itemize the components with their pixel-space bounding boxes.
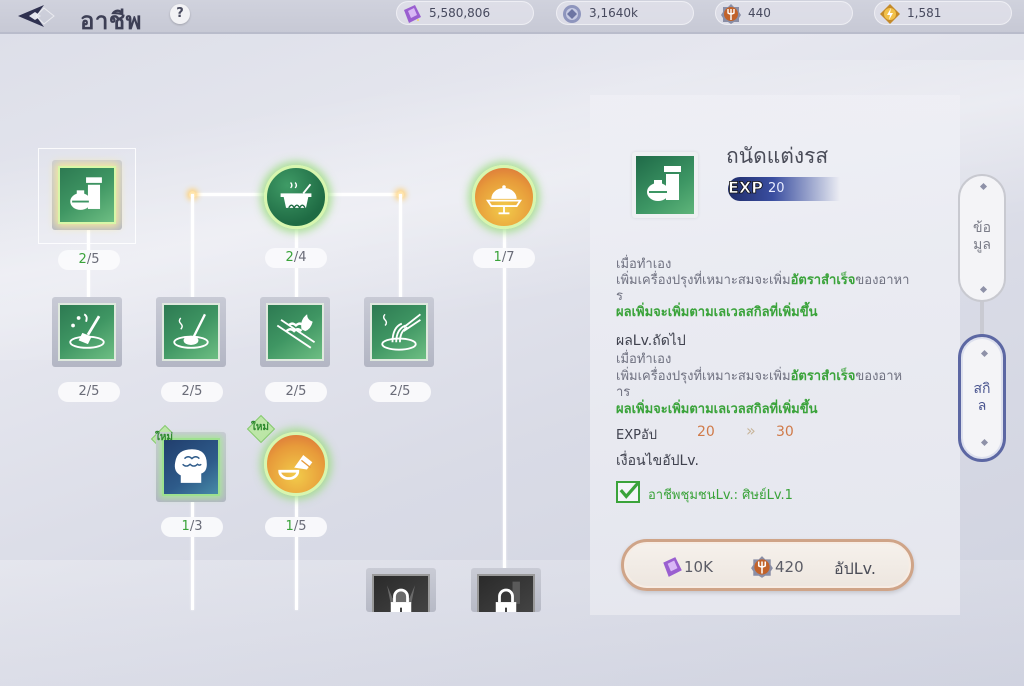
tree-connector [191,194,194,304]
pastry-icon [278,454,313,480]
skill-level-pill: 1/3 [161,517,223,537]
serving-dish-icon [485,185,523,215]
next-effect-line: เพิ่มเครื่องปรุงที่เหมาะสมจะเพิ่มอัตราสำ… [616,369,903,384]
new-badge: ใหม่ [249,418,271,438]
back-arrow-icon [18,5,55,27]
currency-cooking-point[interactable]: 440 [715,1,853,25]
seasoning-jars-icon [647,166,681,201]
skill-node-locked[interactable] [366,568,436,612]
skill-level-pill: 1/7 [473,248,535,268]
exp-label: EXP [728,178,764,198]
skill-node-stir-fry[interactable] [52,297,122,367]
skill-level-pill: 2/5 [58,382,120,402]
lock-icon [495,581,520,612]
currency-purple-crystal[interactable]: 5,580,806 [396,1,534,25]
current-effect-line: เมื่อทำเอง [616,257,672,272]
current-effect-line: ร [616,289,623,304]
boiling-bowl-icon [173,313,209,349]
exp-up-label: EXPอัป [616,428,658,443]
tab-skill[interactable]: สกิล [958,334,1006,462]
current-effect-line: เพิ่มเครื่องปรุงที่เหมาะสมจะเพิ่มอัตราสำ… [616,273,910,288]
skill-level-pill: 2/5 [265,382,327,402]
skill-name: ถนัดแต่งรส [726,144,829,168]
currency-value: 5,580,806 [429,6,491,20]
currency-silver-coin[interactable]: 3,1640k [556,1,694,25]
currency-value: 440 [748,6,771,20]
exp-value: 20 [768,181,785,196]
level-up-label: อัปLv. [834,559,876,578]
exp-up-from: 20 [697,424,715,440]
purple-crystal-icon [404,5,421,23]
currency-value: 1,581 [907,6,942,20]
next-effect-line: าร [616,385,631,400]
skill-node-bake[interactable] [264,432,328,496]
tree-connector [503,225,506,575]
skill-node-stew[interactable] [264,165,328,229]
condition-text: อาชีพชุมชนLv.: ศิษย์Lv.1 [648,488,793,503]
lightning-badge-icon [880,4,900,24]
noodle-bowl-icon [381,313,421,351]
brain-head-icon [174,449,207,483]
next-level-heading: ผลLv.ถัดไป [616,333,686,349]
tab-ornament [979,285,988,294]
skill-node-locked[interactable] [471,568,541,612]
exp-bar [728,177,840,201]
skill-level-pill: 1/5 [265,517,327,537]
condition-heading: เงื่อนไขอัปLv. [616,453,699,469]
currency-value: 3,1640k [589,6,638,20]
spatula-pan-icon [69,313,105,349]
tab-info[interactable]: ข้อมูล [958,174,1006,302]
fork-badge-icon [721,4,741,24]
tab-ornament [979,182,988,191]
cost-cooking-point: 420 [775,558,804,576]
next-effect-line: เมื่อทำเอง [616,352,672,367]
skewer-fire-icon [276,314,316,349]
silver-coin-icon [563,5,581,23]
checkbox-checked-icon [616,481,640,503]
level-up-button[interactable]: 10K 420 อัปLv. [621,539,914,591]
next-effect-line: ผลเพิ่มจะเพิ่มตามเลเวลสกิลที่เพิ่มขึ้น [616,402,818,417]
selected-skill-icon [632,152,698,218]
page-title: อาชีพ [80,7,142,35]
skill-node-boil[interactable] [156,297,226,367]
purple-crystal-icon [663,557,682,577]
cooking-pot-icon [280,182,312,210]
skill-node-noodles[interactable] [364,297,434,367]
help-button[interactable]: ? [170,4,190,24]
selection-frame [38,148,136,244]
back-button[interactable] [14,2,56,30]
tab-ornament [980,438,989,447]
exp-up-to: 30 [776,424,794,440]
fork-badge-icon [751,556,773,578]
tree-connector [399,194,402,304]
current-effect-line: ผลเพิ่มจะเพิ่มตามเลเวลสกิลที่เพิ่มขึ้น [616,305,818,320]
top-bar: อาชีพ ? 5,580,806 3,1640k 440 1,581 [0,0,1024,35]
tree-connector [295,495,298,610]
tab-ornament [980,349,989,358]
new-badge: ใหม่ [153,428,175,448]
tab-connector [980,300,984,336]
skill-node-seasoning-expert[interactable] [52,160,122,230]
seasoning-jars-icon [70,177,102,210]
skill-level-pill: 2/5 [369,382,431,402]
double-chevron-icon: » [746,421,756,440]
skill-level-pill: 2/4 [265,248,327,268]
skill-node-grill[interactable] [260,297,330,367]
lock-icon [387,585,415,612]
checkmark-icon [619,481,640,499]
cost-crystal: 10K [684,558,713,576]
skill-level-pill: 2/5 [58,250,120,270]
currency-energy[interactable]: 1,581 [874,1,1012,25]
skill-node-feast[interactable] [472,165,536,229]
tree-connector [191,495,194,610]
skill-level-pill: 2/5 [161,382,223,402]
